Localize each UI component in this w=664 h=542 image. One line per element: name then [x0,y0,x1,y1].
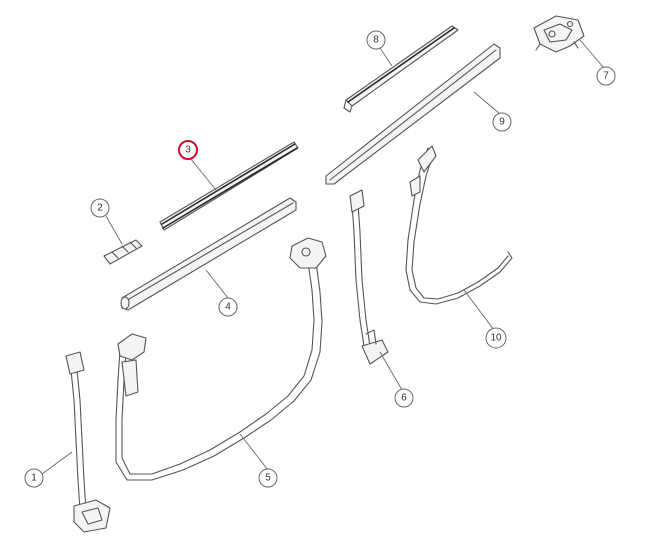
part-4-molding[interactable] [120,197,297,311]
part-5-seal[interactable] [115,237,327,481]
callout-5[interactable]: 5 [258,468,278,488]
callout-2-label: 2 [97,203,103,214]
callout-4[interactable]: 4 [218,297,238,317]
callout-1[interactable]: 1 [24,468,44,488]
callout-7-label: 7 [603,71,609,82]
part-7-bracket[interactable] [533,15,585,53]
part-1-trim[interactable] [65,351,111,533]
callout-8-label: 8 [373,35,379,46]
callout-7[interactable]: 7 [596,66,616,86]
part-6-seal[interactable] [349,189,389,365]
callout-10-label: 10 [490,333,502,344]
callout-3[interactable]: 3 [178,140,198,160]
callout-1-label: 1 [31,473,37,484]
callout-8[interactable]: 8 [366,30,386,50]
callout-6[interactable]: 6 [394,388,414,408]
part-2-clip[interactable] [103,239,143,265]
callout-3-label: 3 [185,145,191,156]
callout-6-label: 6 [401,393,407,404]
callout-5-label: 5 [265,473,271,484]
part-10-seal[interactable] [405,145,513,305]
callout-9[interactable]: 9 [492,112,512,132]
part-8-strip[interactable] [343,25,459,113]
part-3-strip[interactable] [159,141,299,231]
callout-9-label: 9 [499,117,505,128]
callout-2[interactable]: 2 [90,198,110,218]
part-9-molding[interactable] [325,43,501,185]
callout-10[interactable]: 10 [485,327,507,349]
leader-lines [41,39,605,475]
callout-4-label: 4 [225,302,231,313]
